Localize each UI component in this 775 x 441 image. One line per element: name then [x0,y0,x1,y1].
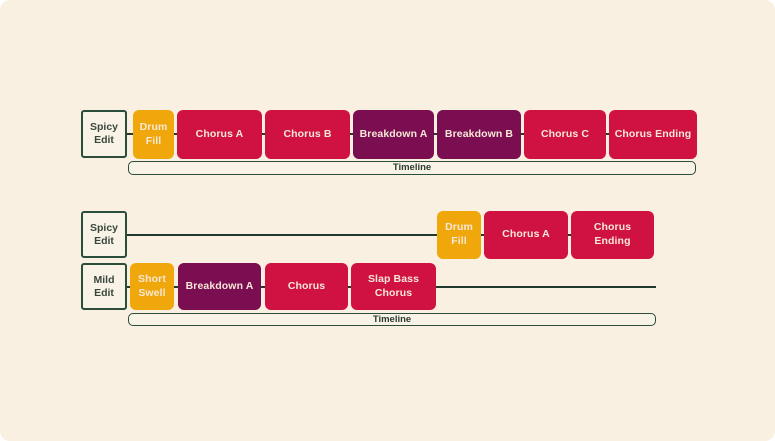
segment-label: Drum Fill [139,120,168,147]
track-label: Spicy Edit [89,221,118,247]
segment-label: Breakdown A [185,279,254,292]
segment-label: Slap Bass Chorus [367,272,420,299]
segment-breakdown-a-2: Breakdown A [178,263,261,310]
segment-label: Chorus Ending [593,221,632,247]
segment-label: Breakdown B [444,127,514,140]
segment-label: Chorus Ending [614,127,692,140]
track-connector-line-spicy [124,234,654,236]
segment-drum-fill: Drum Fill [133,110,174,159]
segment-label: Chorus A [195,127,244,140]
timeline-label: Timeline [392,162,432,174]
track-label: Spicy Edit [89,121,118,146]
timeline-bar-top: Timeline [128,161,696,175]
timeline-label: Timeline [372,313,412,325]
segment-label: Chorus [287,279,326,292]
segment-chorus-ending: Chorus Ending [609,110,697,159]
track-label: Mild Edit [93,273,115,299]
segment-label: Chorus A [502,228,550,241]
segment-chorus-b: Chorus B [265,110,350,159]
segment-label: Breakdown A [359,127,428,140]
segment-chorus-c: Chorus C [524,110,606,159]
segment-label: Drum Fill [445,221,473,247]
segment-chorus: Chorus [265,263,348,310]
timeline-bar-bottom: Timeline [128,313,656,326]
segment-chorus-a-2: Chorus A [484,211,568,259]
segment-chorus-a: Chorus A [177,110,262,159]
track-label-box-spicy-edit-top: Spicy Edit [81,110,127,158]
segment-drum-fill-2: Drum Fill [437,211,481,259]
track-label-box-spicy-edit-bottom: Spicy Edit [81,211,127,258]
track-label-box-mild-edit: Mild Edit [81,263,127,310]
segment-slap-bass-chorus: Slap Bass Chorus [351,263,436,310]
segment-label: Short Swell [138,272,166,299]
segment-breakdown-b: Breakdown B [437,110,521,159]
segment-label: Chorus B [283,127,332,140]
segment-chorus-ending-2: Chorus Ending [571,211,654,259]
segment-breakdown-a: Breakdown A [353,110,434,159]
segment-label: Chorus C [540,127,590,140]
segment-short-swell: Short Swell [130,263,174,310]
